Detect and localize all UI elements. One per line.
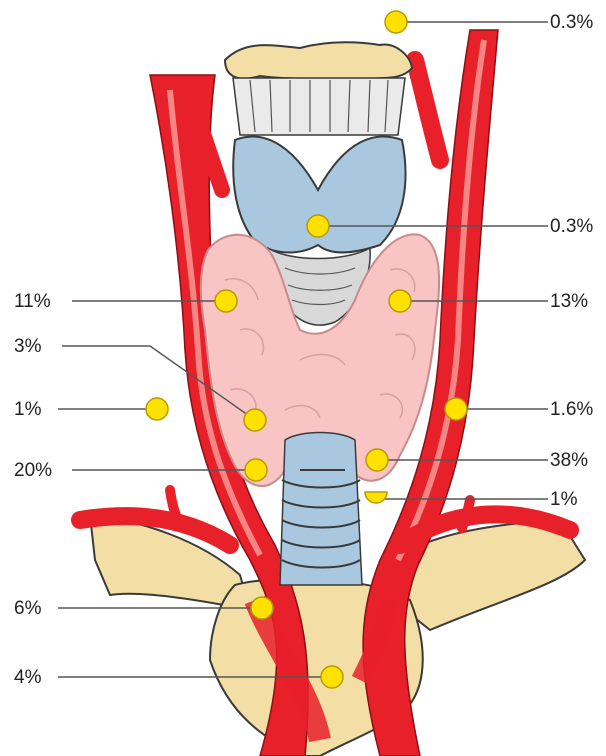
thyrohyoid-membrane [233, 78, 405, 135]
label-right-upper-lobe: 13% [550, 292, 588, 311]
label-left-upper-lobe: 11% [14, 292, 51, 311]
marker-mediastinum [321, 666, 343, 688]
marker-upper-mediastinum [251, 597, 273, 619]
label-right-lower-pole: 38% [550, 451, 588, 470]
label-upper-mediastinum: 6% [14, 599, 41, 618]
hyoid-bone [225, 42, 412, 80]
marker-left-mid [244, 409, 266, 431]
marker-right-outer [445, 398, 467, 420]
marker-right-upper-lobe [389, 290, 411, 312]
marker-left-upper-lobe [215, 290, 237, 312]
marker-top-right [385, 11, 407, 33]
marker-left-outer [146, 398, 168, 420]
label-mediastinum: 4% [14, 668, 41, 687]
marker-left-lower-pole [245, 459, 267, 481]
label-left-mid: 3% [14, 337, 41, 356]
marker-tracheal [365, 492, 387, 503]
label-tracheal: 1% [550, 490, 577, 509]
marker-right-lower-pole [366, 449, 388, 471]
label-left-outer: 1% [14, 400, 41, 419]
label-cartilage-right: 0.3% [550, 217, 593, 236]
trachea [280, 433, 362, 586]
label-top-right: 0.3% [550, 13, 593, 32]
label-left-lower-pole: 20% [14, 461, 52, 480]
marker-cartilage-right [307, 215, 329, 237]
label-right-outer: 1.6% [550, 400, 593, 419]
